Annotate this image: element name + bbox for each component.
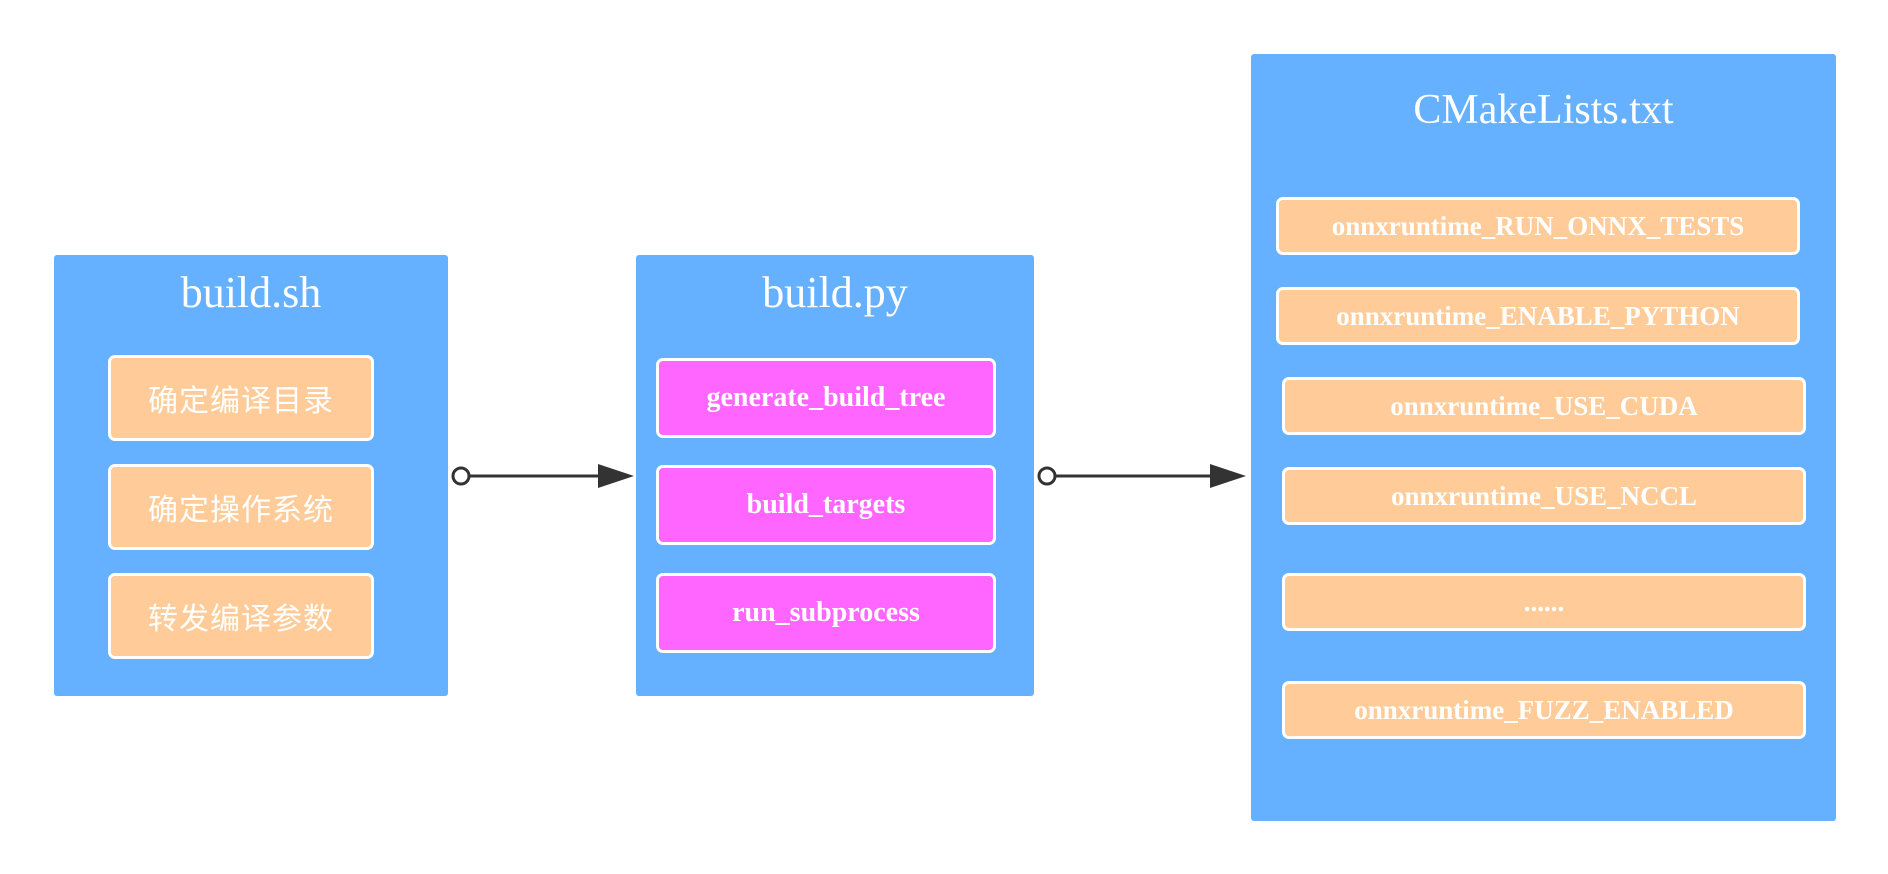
cmakelists-title: CMakeLists.txt [1413,87,1674,133]
build-py-title: build.py [762,268,908,317]
arrow-build-py-to-cmakelists [1037,464,1246,488]
cmake-option-enable-python: onnxruntime_ENABLE_PYTHON [1276,287,1800,345]
build-sh-panel: build.sh 确定编译目录 确定操作系统 转发编译参数 [54,255,448,696]
cmakelists-panel: CMakeLists.txt onnxruntime_RUN_ONNX_TEST… [1251,54,1836,821]
build-sh-item-determine-os: 确定操作系统 [108,464,374,550]
cmake-option-ellipsis: ...... [1282,573,1806,631]
arrow-start-circle [1037,466,1057,486]
cmake-option-use-nccl: onnxruntime_USE_NCCL [1282,467,1806,525]
cmake-option-run-onnx-tests: onnxruntime_RUN_ONNX_TESTS [1276,197,1800,255]
cmake-option-use-cuda: onnxruntime_USE_CUDA [1282,377,1806,435]
arrow-head [1210,464,1246,488]
build-py-item-generate-build-tree: generate_build_tree [656,358,996,438]
build-sh-item-determine-build-dir: 确定编译目录 [108,355,374,441]
cmake-option-fuzz-enabled: onnxruntime_FUZZ_ENABLED [1282,681,1806,739]
build-py-panel: build.py generate_build_tree build_targe… [636,255,1034,696]
arrow-build-sh-to-build-py [451,464,634,488]
build-sh-item-forward-build-args: 转发编译参数 [108,573,374,659]
arrow-start-circle [451,466,471,486]
build-py-item-build-targets: build_targets [656,465,996,545]
build-sh-title: build.sh [180,268,322,317]
arrow-head [598,464,634,488]
build-py-item-run-subprocess: run_subprocess [656,573,996,653]
